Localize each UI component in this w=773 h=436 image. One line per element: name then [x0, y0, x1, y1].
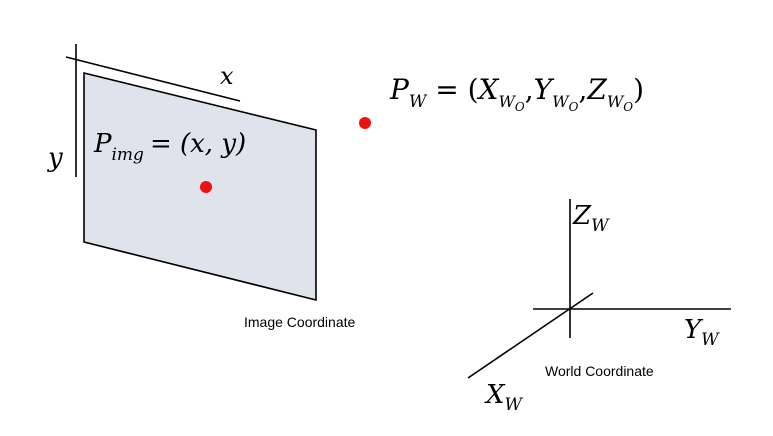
world-y-axis-label-sub: W: [701, 330, 720, 350]
world-point-P: P: [389, 73, 410, 106]
world-x-axis-label-sub: W: [505, 395, 524, 415]
world-z-axis-label-sub: W: [591, 216, 610, 236]
world-z-axis-label: ZW: [572, 201, 610, 236]
world-point-X: X: [477, 73, 500, 106]
world-point-Y: Y: [534, 73, 555, 106]
image-point-label: Pimg= (x, y): [93, 129, 246, 165]
world-point-close: ): [633, 73, 644, 106]
image-point-label-rhs: = (x, y): [150, 129, 246, 159]
world-y-axis-label-main: Y: [684, 315, 704, 345]
world-point-comma-1: ,: [525, 73, 534, 106]
image-point: [200, 181, 212, 193]
world-point-eq: = (: [426, 73, 478, 106]
image-plane: [83, 71, 317, 302]
world-point-P-sub: W: [409, 92, 428, 112]
world-point-Z: Z: [586, 73, 607, 106]
world-point-Z-sub-W: W: [607, 92, 625, 111]
world-point-Z-sub-O: O: [623, 100, 633, 114]
world-point-comma-2: ,: [578, 73, 587, 106]
world-z-axis-label-main: Z: [572, 201, 592, 231]
world-y-axis-label: YW: [684, 315, 720, 350]
image-x-axis-label: x: [220, 62, 234, 90]
world-point-Y-sub-O: O: [569, 100, 579, 114]
world-coordinate-caption: World Coordinate: [545, 363, 654, 379]
image-x-axis: [65, 56, 241, 102]
world-point-X-sub-W: W: [498, 92, 516, 111]
world-point-X-sub-O: O: [515, 100, 525, 114]
image-coordinate-caption: Image Coordinate: [244, 314, 356, 330]
image-y-axis-label: y: [47, 143, 63, 173]
world-x-axis-label-main: X: [484, 380, 506, 410]
world-point-Y-sub-W: W: [552, 92, 570, 111]
world-point-label: PW = (XWO,YWO,ZWO): [389, 73, 644, 114]
world-point: [359, 117, 371, 129]
world-x-axis-label: XW: [484, 380, 524, 415]
image-point-label-sub: img: [112, 145, 145, 165]
world-x-axis: [467, 292, 594, 379]
image-point-label-P: P: [93, 129, 112, 159]
